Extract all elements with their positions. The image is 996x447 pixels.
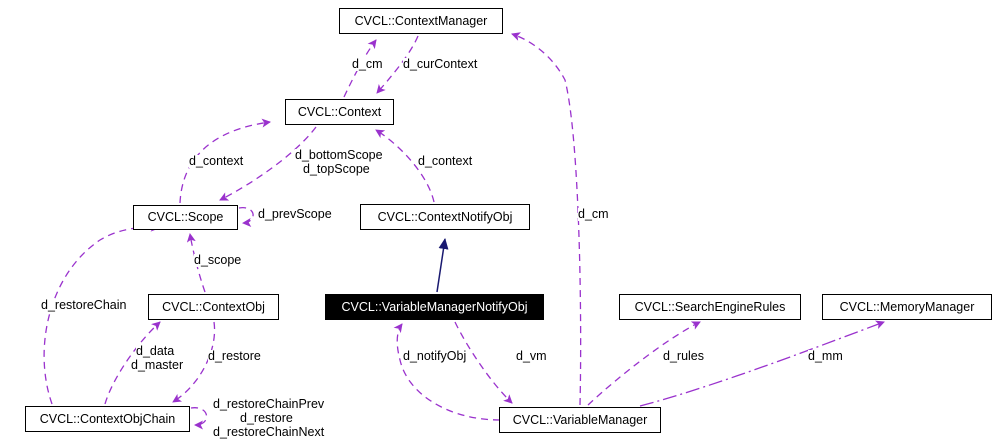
node-label: CVCL::Context <box>297 104 382 119</box>
node-context-manager[interactable]: CVCL::ContextManager <box>339 8 503 34</box>
node-variable-manager-notify-obj[interactable]: CVCL::VariableManagerNotifyObj <box>325 294 544 320</box>
edge-d-rules <box>587 321 701 406</box>
edge-label-d-scope: d_scope <box>194 253 242 267</box>
edge-d-mm <box>639 320 885 407</box>
edge-label-d-bottomscope: d_bottomScope <box>295 148 383 162</box>
edge-d-restorechain <box>43 222 160 405</box>
edge-label-d-cm-top: d_cm <box>352 57 383 71</box>
node-variable-manager[interactable]: CVCL::VariableManager <box>499 407 661 433</box>
edge-label-d-restore-chain: d_restore <box>240 411 293 425</box>
node-memory-manager[interactable]: CVCL::MemoryManager <box>822 294 992 320</box>
node-label: CVCL::VariableManager <box>512 412 648 427</box>
edge-label-d-restorechain: d_restoreChain <box>41 298 127 312</box>
edge-label-d-restorechainnext: d_restoreChainNext <box>213 425 325 439</box>
edge-d-notifyobj <box>393 323 501 421</box>
node-label: CVCL::ContextNotifyObj <box>377 209 513 224</box>
node-label: CVCL::VariableManagerNotifyObj <box>341 299 528 314</box>
edge-label-d-curcontext: d_curContext <box>403 57 478 71</box>
node-context-obj[interactable]: CVCL::ContextObj <box>148 294 279 320</box>
node-label: CVCL::SearchEngineRules <box>634 299 786 314</box>
node-context-notify-obj[interactable]: CVCL::ContextNotifyObj <box>360 204 530 230</box>
edge-label-d-prevscope: d_prevScope <box>258 207 332 221</box>
node-label: CVCL::MemoryManager <box>839 299 975 314</box>
edge-label-d-master: d_master <box>131 358 184 372</box>
edge-label-d-topscope: d_topScope <box>303 162 370 176</box>
node-scope[interactable]: CVCL::Scope <box>133 205 238 230</box>
node-label: CVCL::ContextObjChain <box>39 411 176 426</box>
edge-inheritance-contextnotifyobj <box>436 238 449 293</box>
edge-label-d-context-right: d_context <box>418 154 473 168</box>
edge-d-restorechain-self <box>190 407 208 430</box>
edge-label-d-cm-right: d_cm <box>578 207 609 221</box>
edge-label-d-restorechainprev: d_restoreChainPrev <box>213 397 325 411</box>
edge-label-d-context-left: d_context <box>189 154 244 168</box>
edge-label-d-mm: d_mm <box>808 349 843 363</box>
edge-label-d-notifyobj: d_notifyObj <box>403 349 467 363</box>
edge-d-prevscope-self <box>238 207 254 227</box>
node-context[interactable]: CVCL::Context <box>285 99 394 125</box>
edge-label-d-restore-mid: d_restore <box>208 349 261 363</box>
node-label: CVCL::Scope <box>147 210 224 225</box>
edge-label-d-vm: d_vm <box>516 349 547 363</box>
node-context-obj-chain[interactable]: CVCL::ContextObjChain <box>25 406 190 432</box>
node-search-engine-rules[interactable]: CVCL::SearchEngineRules <box>619 294 801 320</box>
node-label: CVCL::ContextObj <box>162 299 265 314</box>
edge-label-d-data: d_data <box>136 344 175 358</box>
edge-label-d-rules: d_rules <box>663 349 704 363</box>
node-label: CVCL::ContextManager <box>354 13 488 28</box>
